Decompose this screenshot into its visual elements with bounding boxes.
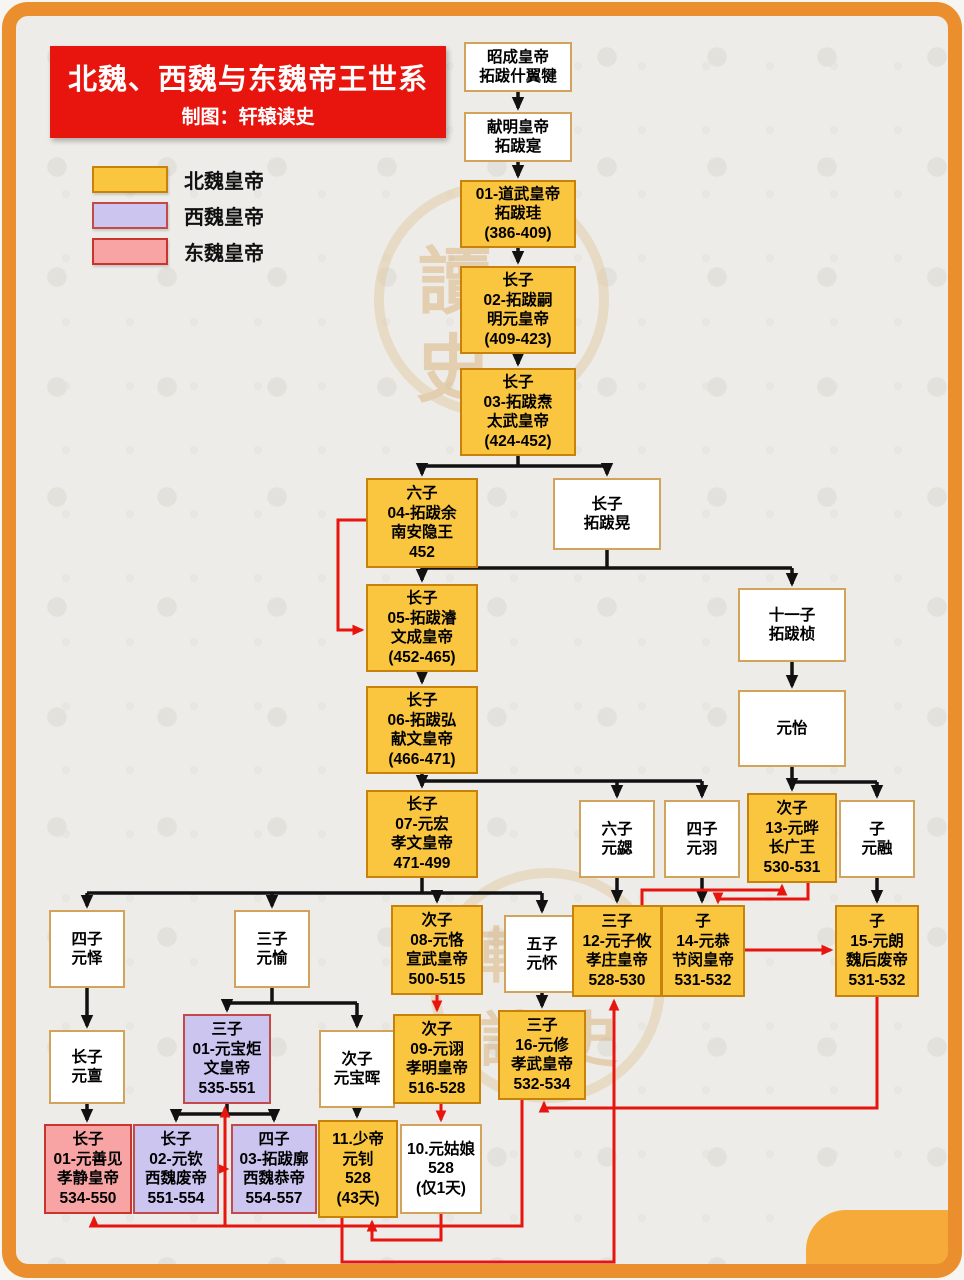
node-huai: 五子元怀 — [504, 915, 580, 993]
page-title: 北魏、西魏与东魏帝王世系 — [67, 63, 428, 96]
node-yi4: 四子元怿 — [49, 910, 125, 988]
legend-row-eastern: 东魏皇帝 — [92, 236, 264, 266]
node-zhen: 十一子拓跋桢 — [738, 588, 846, 662]
legend-swatch-western-wei — [92, 201, 168, 229]
legend-row-northern: 北魏皇帝 — [92, 164, 264, 194]
title-banner: 北魏、西魏与东魏帝王世系 制图：轩辕读史 — [50, 46, 446, 138]
node-yuanyi: 元怡 — [738, 690, 846, 767]
node-zhaocheng: 昭成皇帝拓跋什翼犍 — [464, 42, 572, 92]
legend-label-northern-wei: 北魏皇帝 — [184, 170, 264, 193]
node-xie: 六子元勰 — [579, 800, 655, 878]
legend: 北魏皇帝 西魏皇帝 东魏皇帝 — [92, 164, 264, 272]
node-rong: 子元融 — [839, 800, 915, 878]
node-yu4: 四子元羽 — [664, 800, 740, 878]
node-yu: 三子元愉 — [234, 910, 310, 988]
legend-row-western: 西魏皇帝 — [92, 200, 264, 230]
legend-swatch-eastern-wei — [92, 237, 168, 265]
legend-label-western-wei: 西魏皇帝 — [184, 206, 264, 229]
node-huang: 长子拓跋晃 — [553, 478, 661, 550]
legend-label-eastern-wei: 东魏皇帝 — [184, 242, 264, 265]
page-subtitle: 制图：轩辕读史 — [181, 106, 315, 128]
node-xianming: 献明皇帝拓跋寔 — [464, 112, 572, 162]
node-baohui: 次子元宝晖 — [319, 1030, 395, 1108]
frame-corner-decoration — [806, 1210, 956, 1272]
legend-swatch-northern-wei — [92, 165, 168, 193]
node-n01: 01-道武皇帝拓跋珪(386-409) — [460, 180, 576, 248]
node-dan: 长子元亶 — [49, 1030, 125, 1104]
